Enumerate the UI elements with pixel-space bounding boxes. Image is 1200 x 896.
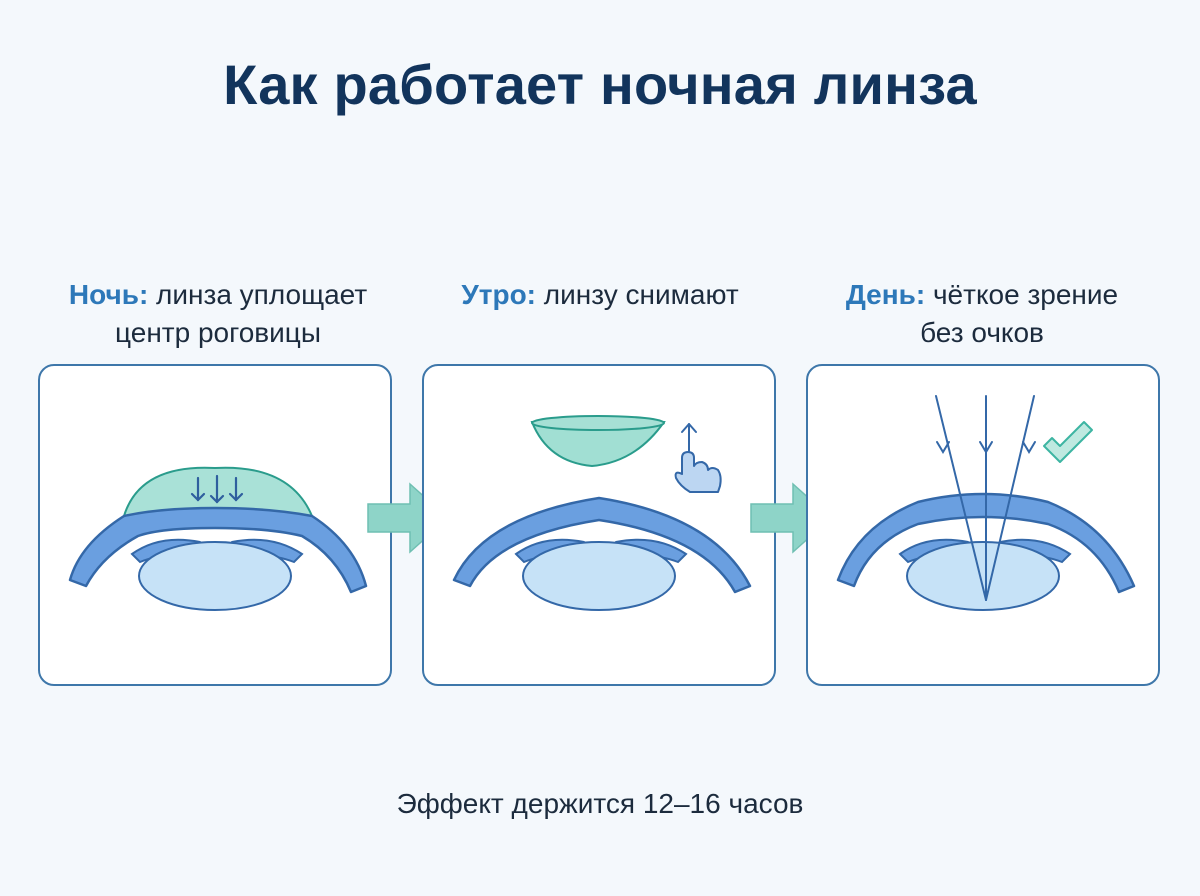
checkmark-icon (1043, 421, 1093, 463)
panel-day (806, 364, 1160, 686)
step-text-line2: центр роговицы (115, 317, 321, 348)
panel-morning (422, 364, 776, 686)
step-label: Ночь: (68, 279, 149, 310)
step-label: День: (845, 279, 926, 310)
footer-note: Эффект держится 12–16 часов (396, 788, 804, 819)
eye-lens (522, 541, 676, 611)
cornea (68, 506, 368, 594)
step-text-line1: чёткое зрение (932, 279, 1119, 310)
step-caption-night: Ночь: линза уплощает центр роговицы (8, 276, 428, 352)
morning-illustration (452, 415, 752, 611)
eye-lens (138, 541, 292, 611)
page-title: Как работает ночная линза (223, 53, 977, 116)
step-caption-day: День: чёткое зрение без очков (772, 276, 1192, 352)
cornea (452, 496, 752, 594)
cornea (836, 492, 1136, 594)
light-rays (935, 395, 1036, 601)
hand-pointer-up-icon (674, 423, 722, 493)
eye-lens (906, 541, 1060, 611)
step-label: Утро: (461, 279, 536, 310)
down-arrows-icon (190, 474, 244, 504)
night-illustration (68, 466, 368, 611)
step-text-line2: без очков (920, 317, 1044, 348)
day-illustration (836, 395, 1136, 611)
step-text-line1: линзу снимают (543, 279, 739, 310)
step-text-line1: линза уплощает (156, 279, 368, 310)
panel-night (38, 364, 392, 686)
step-caption-morning: Утро: линзу снимают (390, 276, 810, 314)
